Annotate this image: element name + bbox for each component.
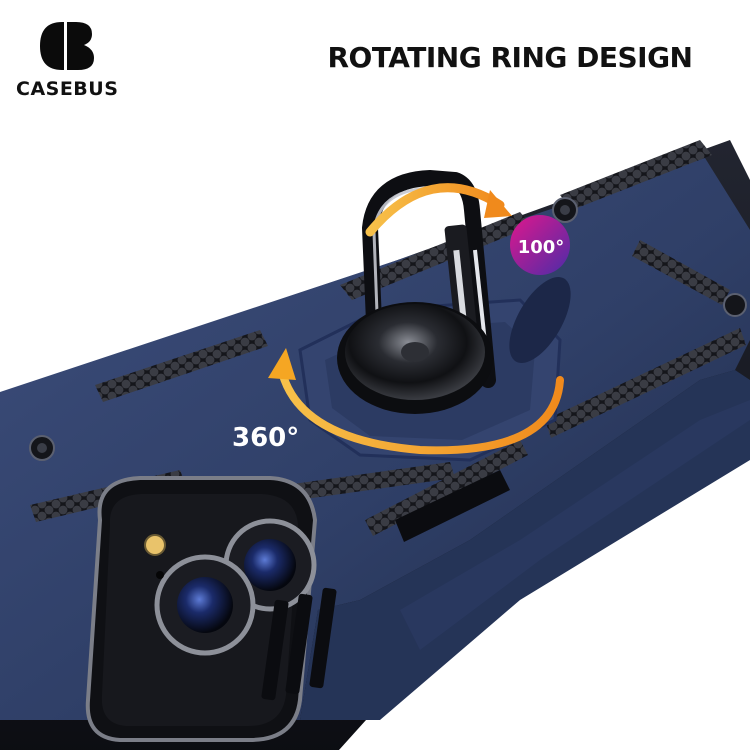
grip-strip-top-right [560,140,712,210]
ring-slot [509,277,571,363]
brand-mark-icon [40,22,94,70]
grip-strip-mid-right [545,328,746,438]
arrow-head [268,348,296,380]
grip-strip-left [95,330,268,402]
ring-holder [337,169,571,414]
rotation-badge [510,215,570,275]
rotation-badge-text: 100° [518,237,565,258]
brand-name: CASEBUS [16,78,119,100]
grip-strip-top [340,212,532,300]
arrow-head [484,190,512,218]
camera-mic [156,571,164,579]
grip-strip-right [632,240,730,305]
spin-label: 360° [232,423,299,453]
rotation-360-arrow [278,368,564,455]
ring-loop [361,169,496,388]
side-vent [261,599,289,701]
page-title: ROTATING RING DESIGN [327,41,693,74]
brand-logo: CASEBUS [16,20,119,100]
grip-strip-lower-right [365,440,528,536]
side-button-slot [395,470,510,542]
corner-screw [723,293,747,317]
camera-module [85,476,318,742]
side-vent [309,587,337,689]
rotation-100-arrow [365,183,505,237]
camera-flash [144,534,166,556]
side-vent [285,593,313,695]
